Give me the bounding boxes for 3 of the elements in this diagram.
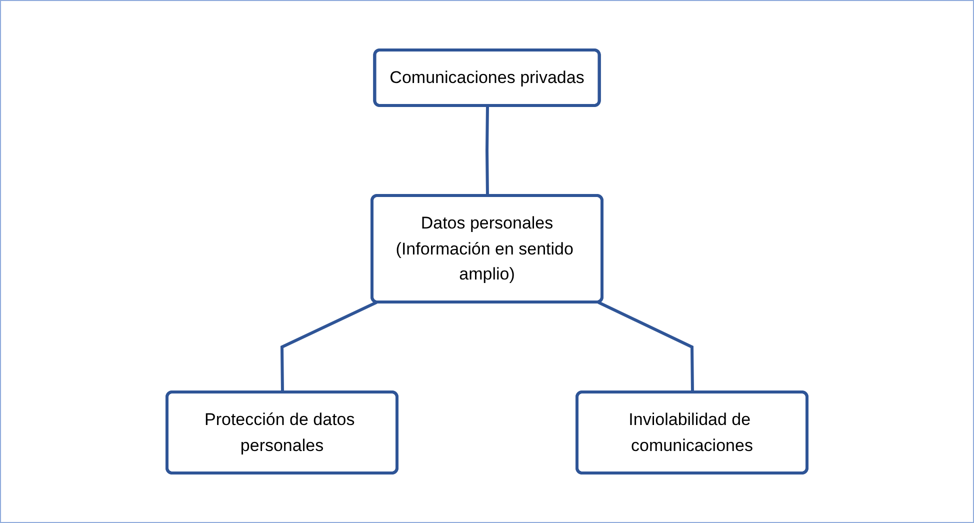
connector — [598, 301, 694, 393]
connector — [486, 106, 489, 196]
connector — [280, 301, 378, 393]
